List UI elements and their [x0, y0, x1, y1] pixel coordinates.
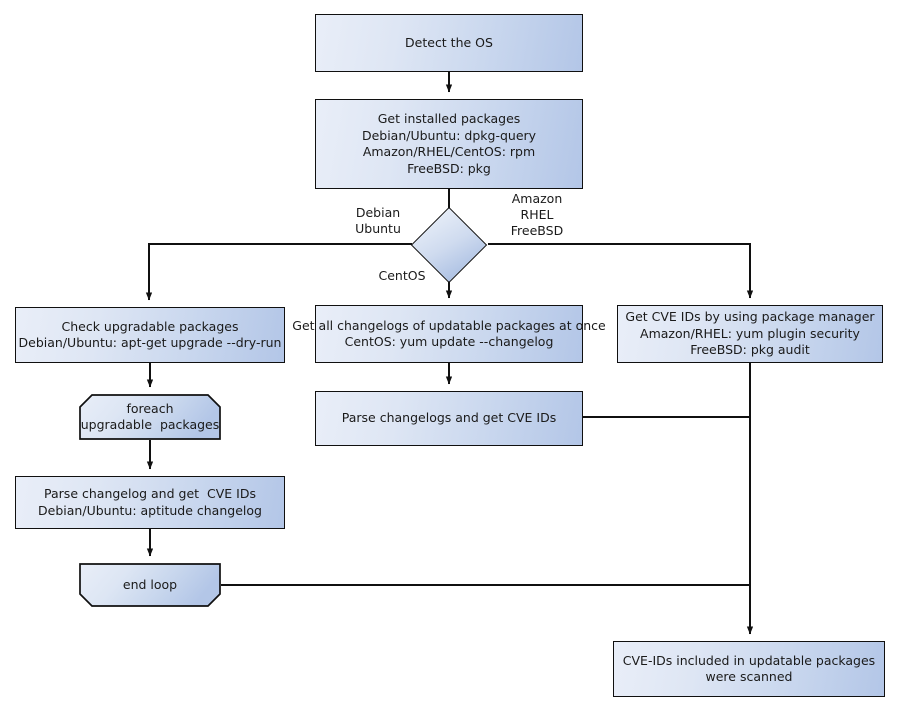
- node-get-all-changelogs[interactable]: Get all changelogs of updatable packages…: [292, 305, 606, 363]
- edge-label-centos: CentOS: [378, 268, 426, 283]
- node-get-installed-packages-label: Get installed packages Debian/Ubuntu: dp…: [361, 111, 537, 176]
- end-loop-shape: [79, 563, 221, 607]
- node-foreach-upgradable-packages[interactable]: foreach upgradable packages: [79, 394, 221, 440]
- node-get-cve-ids-package-manager[interactable]: Get CVE IDs by using package manager Ama…: [617, 305, 883, 363]
- node-get-installed-packages[interactable]: Get installed packages Debian/Ubuntu: dp…: [315, 99, 583, 189]
- node-check-upgradable-packages[interactable]: Check upgradable packages Debian/Ubuntu:…: [15, 307, 285, 363]
- node-foreach-upgradable-packages-label: foreach upgradable packages: [80, 400, 220, 433]
- edge-decision-left-branch: [145, 243, 412, 301]
- node-get-cve-ids-package-manager-label: Get CVE IDs by using package manager Ama…: [625, 309, 875, 358]
- foreach-shape: [79, 394, 221, 440]
- edge-decision-right-branch: [488, 243, 754, 299]
- node-parse-changelogs-cve-ids-label: Parse changelogs and get CVE IDs: [341, 410, 557, 426]
- node-get-all-changelogs-label: Get all changelogs of updatable packages…: [292, 317, 606, 350]
- node-parse-changelogs-cve-ids[interactable]: Parse changelogs and get CVE IDs: [315, 391, 583, 446]
- node-parse-changelog-cve-ids[interactable]: Parse changelog and get CVE IDs Debian/U…: [15, 476, 285, 529]
- node-detect-os[interactable]: Detect the OS: [315, 14, 583, 72]
- edge-label-amazon-rhel-freebsd: Amazon RHEL FreeBSD: [510, 191, 564, 238]
- node-cve-ids-scanned-label: CVE-IDs included in updatable packages w…: [622, 652, 876, 685]
- edge-label-debian-ubuntu: Debian Ubuntu: [355, 205, 401, 236]
- node-detect-os-label: Detect the OS: [405, 34, 493, 50]
- node-end-loop[interactable]: end loop: [79, 563, 221, 607]
- node-cve-ids-scanned[interactable]: CVE-IDs included in updatable packages w…: [613, 641, 885, 697]
- node-parse-changelog-cve-ids-label: Parse changelog and get CVE IDs Debian/U…: [38, 486, 262, 518]
- node-end-loop-label: end loop: [122, 576, 178, 592]
- node-check-upgradable-packages-label: Check upgradable packages Debian/Ubuntu:…: [18, 318, 282, 351]
